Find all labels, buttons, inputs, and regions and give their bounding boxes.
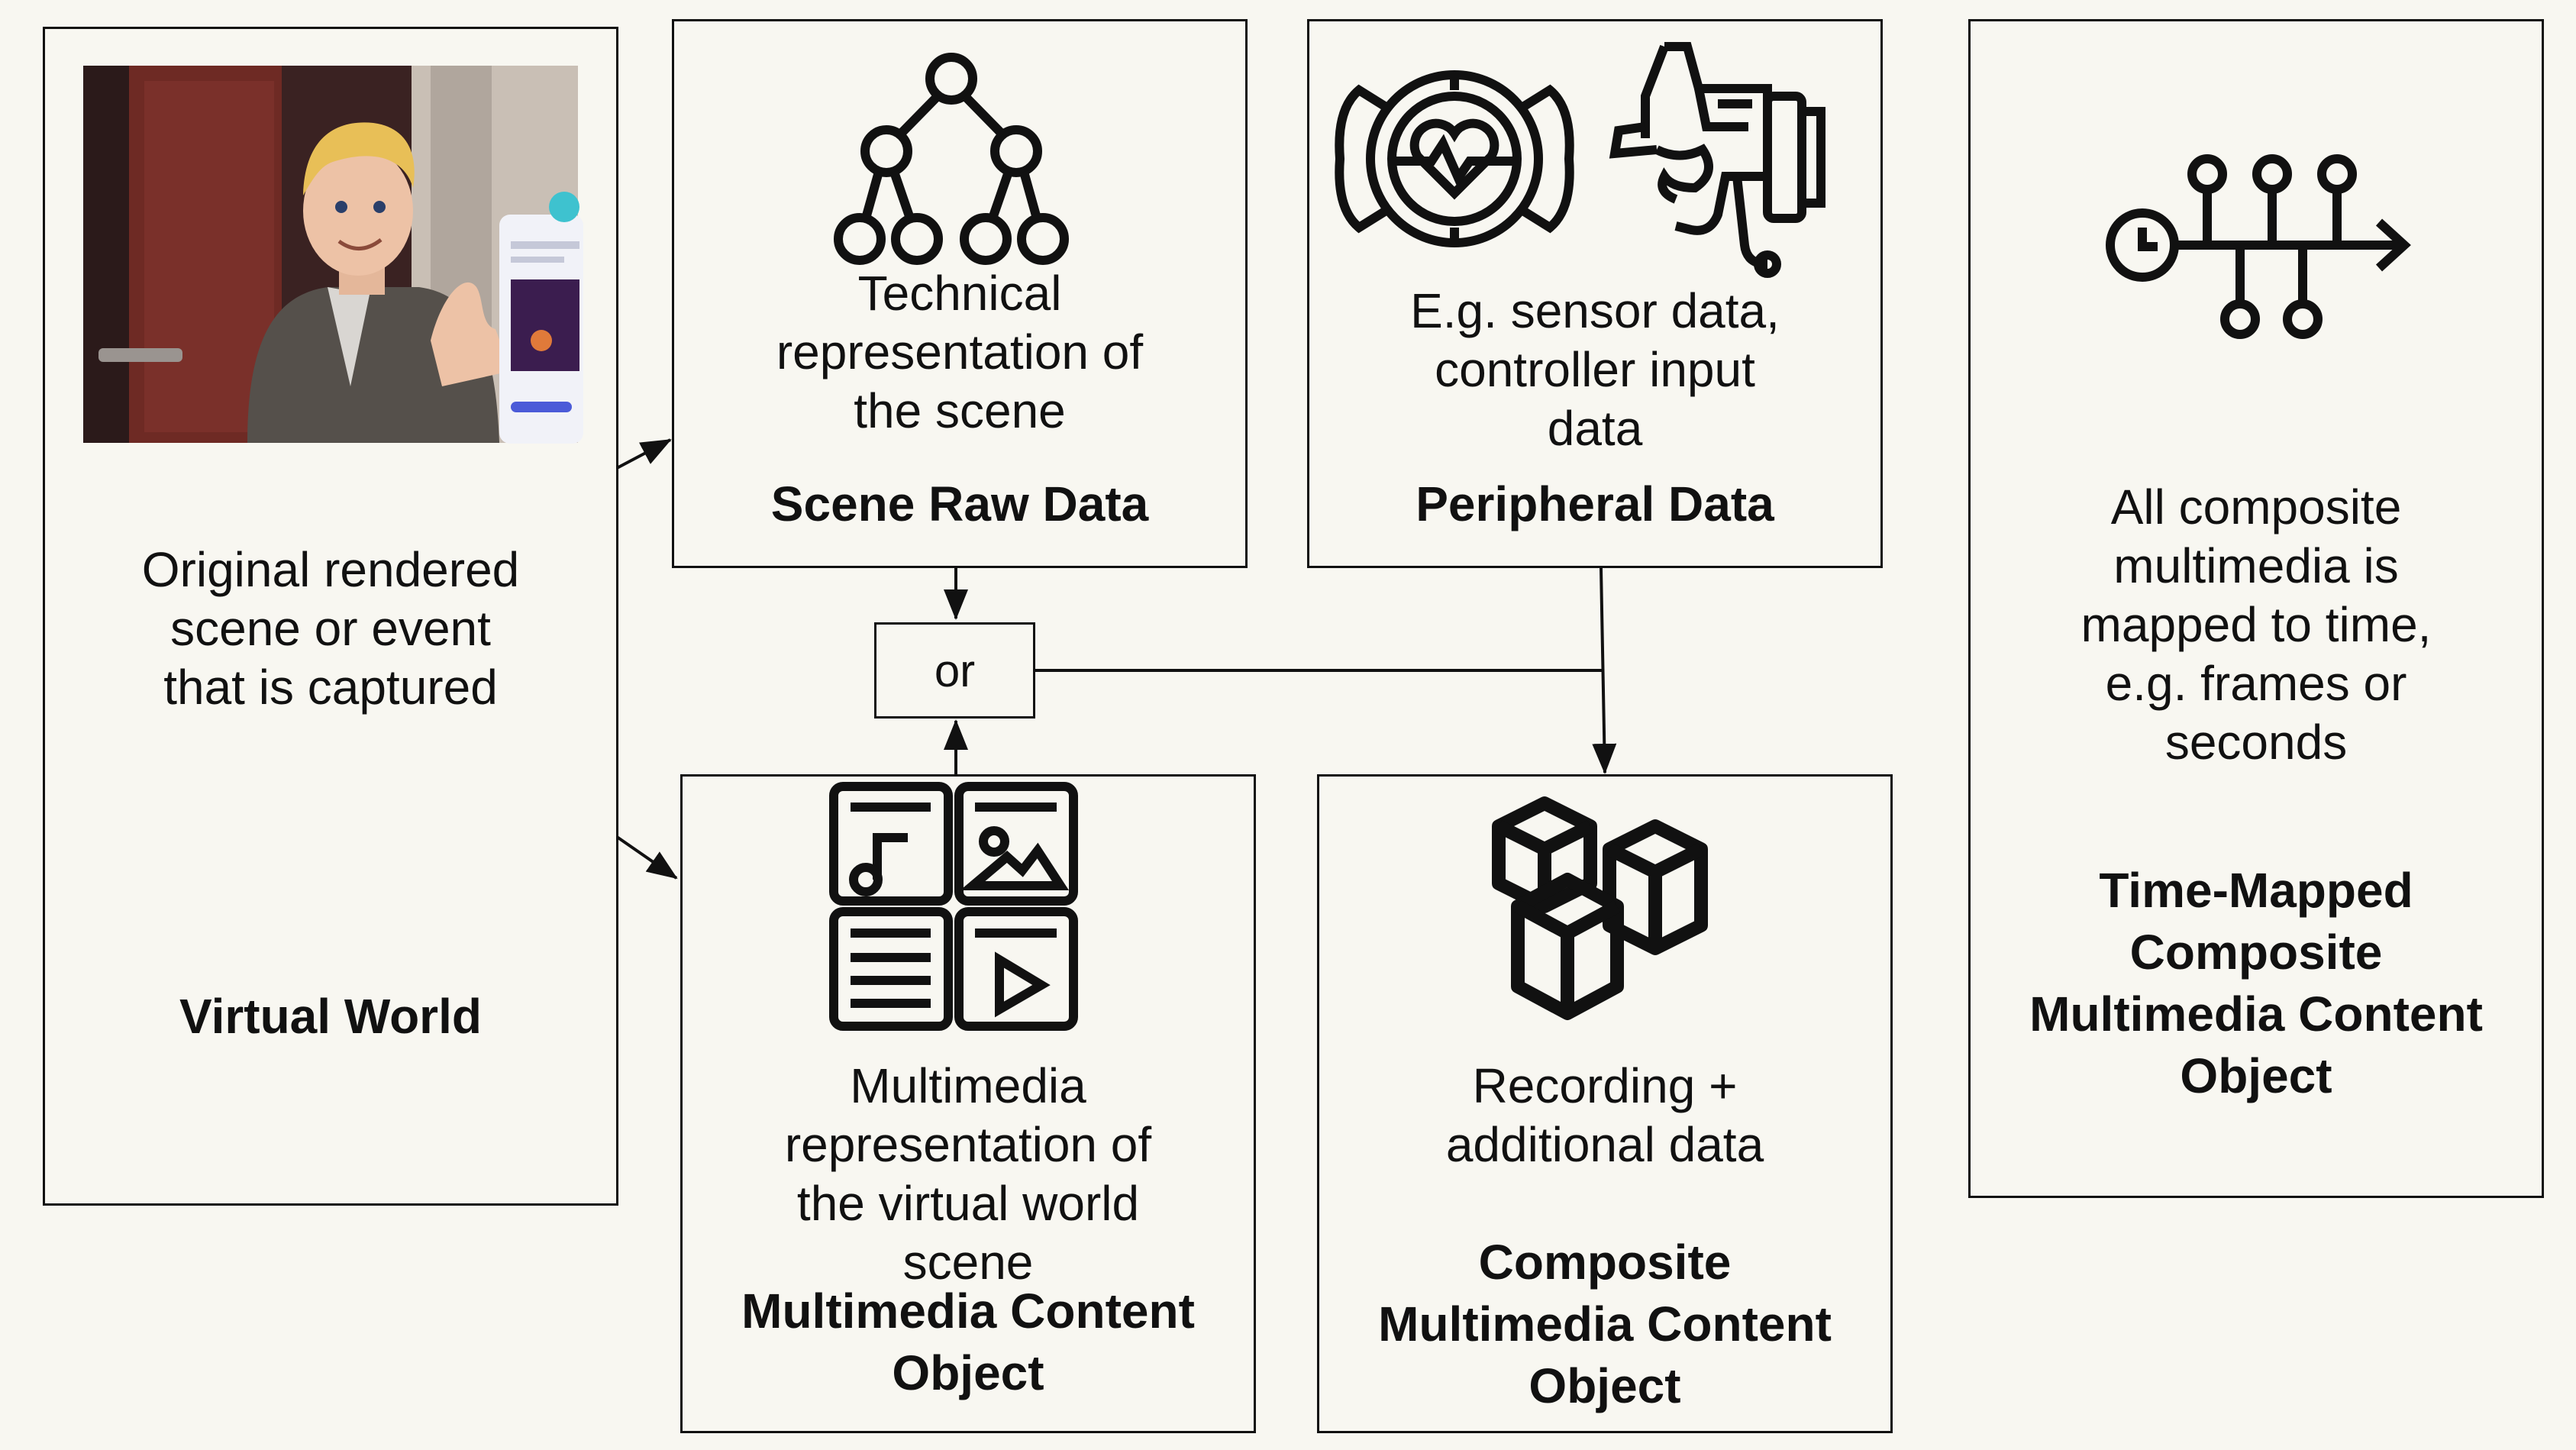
timeline-clock-icon — [2106, 154, 2411, 339]
peripheral-data-box: E.g. sensor data, controller input data … — [1307, 19, 1883, 568]
multimedia-content-box: Multimedia representation of the virtual… — [680, 774, 1256, 1433]
time-mapped-box: All composite multimedia is mapped to ti… — [1968, 19, 2544, 1198]
virtual-world-box: Original rendered scene or event that is… — [43, 27, 618, 1206]
arrow-virtual-to-multimedia — [615, 835, 678, 880]
virtual-world-description: Original rendered scene or event that is… — [141, 542, 520, 715]
scene-raw-data-title: Scene Raw Data — [770, 476, 1149, 531]
or-box: or — [874, 622, 1035, 719]
smartwatch-heart-icon — [1335, 70, 1574, 247]
arrow-peripheral-to-composite — [1592, 567, 1617, 774]
peripheral-data-description: E.g. sensor data, controller input data — [1410, 283, 1780, 456]
composite-content-title: Composite Multimedia Content Object — [1378, 1235, 1832, 1413]
or-label: or — [934, 644, 976, 696]
arrow-virtual-to-scene-raw — [616, 438, 672, 470]
multimedia-content-description: Multimedia representation of the virtual… — [784, 1058, 1152, 1290]
virtual-world-title: Virtual World — [179, 989, 482, 1044]
scene-raw-data-description: Technical representation of the scene — [776, 266, 1144, 438]
vr-avatar-screenshot — [83, 66, 583, 444]
vr-controller-icon — [1609, 42, 1825, 278]
cubes-icon — [1492, 796, 1708, 1020]
time-mapped-description: All composite multimedia is mapped to ti… — [2080, 480, 2432, 770]
time-mapped-title: Time-Mapped Composite Multimedia Content… — [2029, 863, 2483, 1103]
multimedia-content-title: Multimedia Content Object — [741, 1284, 1195, 1400]
composite-content-description: Recording + additional data — [1445, 1058, 1764, 1172]
scene-raw-data-box: Technical representation of the scene Sc… — [672, 19, 1248, 568]
composite-content-box: Recording + additional data Composite Mu… — [1317, 774, 1893, 1433]
tree-hierarchy-icon — [834, 53, 1069, 265]
peripheral-data-title: Peripheral Data — [1416, 476, 1774, 531]
media-grid-icon — [829, 782, 1078, 1031]
